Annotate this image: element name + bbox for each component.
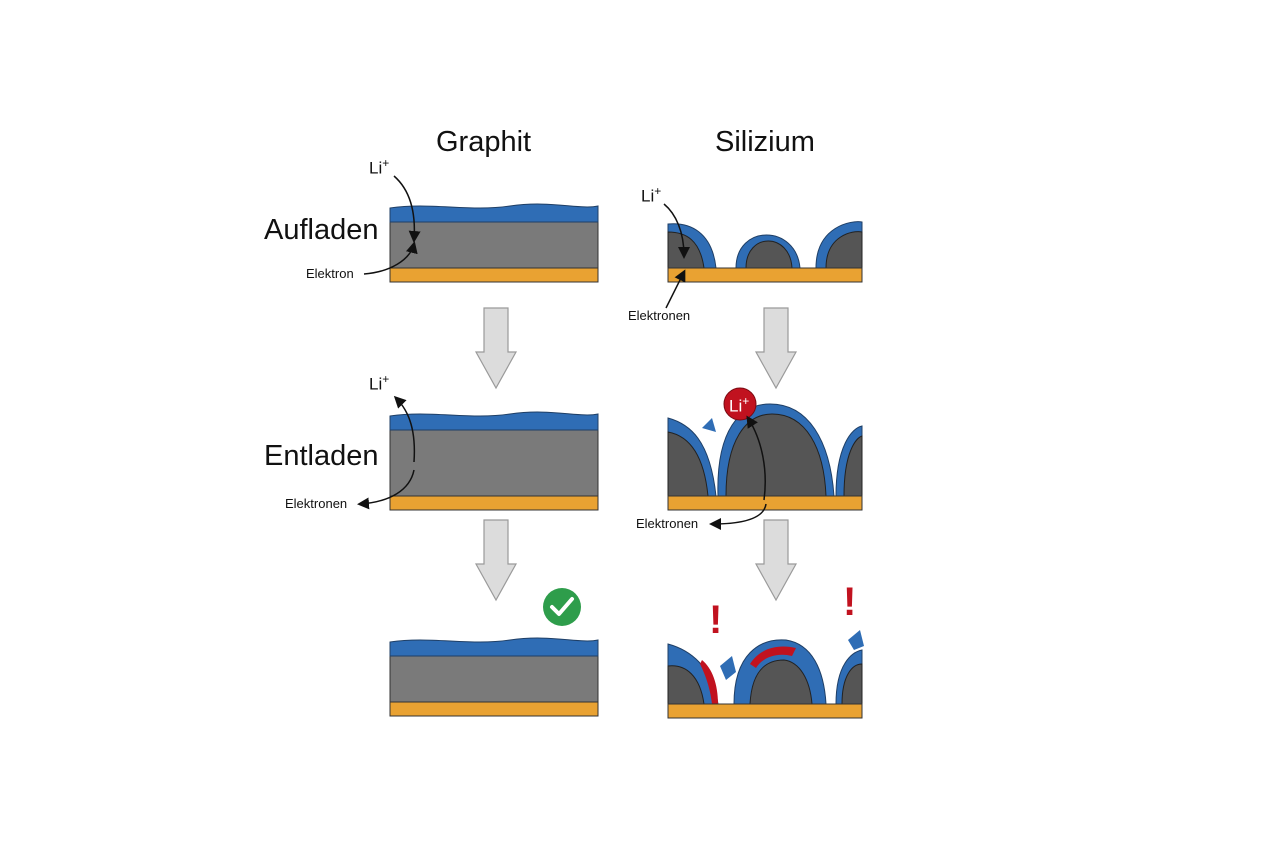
graphite-charging-panel bbox=[363, 175, 599, 283]
check-icon bbox=[543, 588, 581, 626]
silicon-discharging-panel bbox=[667, 387, 863, 530]
electron-label-graphite-discharge: Elektronen bbox=[285, 496, 348, 511]
down-arrow-icon bbox=[754, 519, 798, 602]
electron-label-graphite-charge: Elektron bbox=[306, 266, 354, 281]
column-title-graphite: Graphit bbox=[436, 126, 532, 158]
silicon-charging-panel bbox=[663, 203, 863, 309]
electron-label-silicon-discharge: Elektronen bbox=[636, 516, 699, 531]
down-arrow-icon bbox=[474, 519, 518, 602]
warning-icon: ! bbox=[709, 598, 723, 642]
row-title-discharging: Entladen bbox=[264, 440, 379, 472]
column-title-silicon: Silizium bbox=[715, 126, 815, 158]
down-arrow-icon bbox=[754, 307, 798, 390]
warning-icon: ! bbox=[843, 580, 857, 624]
li-ion-label-silicon-discharge: Li+ bbox=[729, 394, 750, 416]
graphite-result-panel bbox=[389, 637, 599, 717]
row-title-charging: Aufladen bbox=[264, 214, 379, 246]
li-ion-label-graphite-discharge: Li+ bbox=[369, 372, 390, 394]
graphite-discharging-panel bbox=[357, 395, 599, 511]
down-arrow-icon bbox=[474, 307, 518, 390]
silicon-result-panel bbox=[667, 630, 864, 719]
electron-label-silicon-charge: Elektronen bbox=[628, 308, 691, 323]
li-ion-label-silicon-charge: Li+ bbox=[641, 184, 662, 206]
li-ion-label-graphite-charge: Li+ bbox=[369, 156, 390, 178]
